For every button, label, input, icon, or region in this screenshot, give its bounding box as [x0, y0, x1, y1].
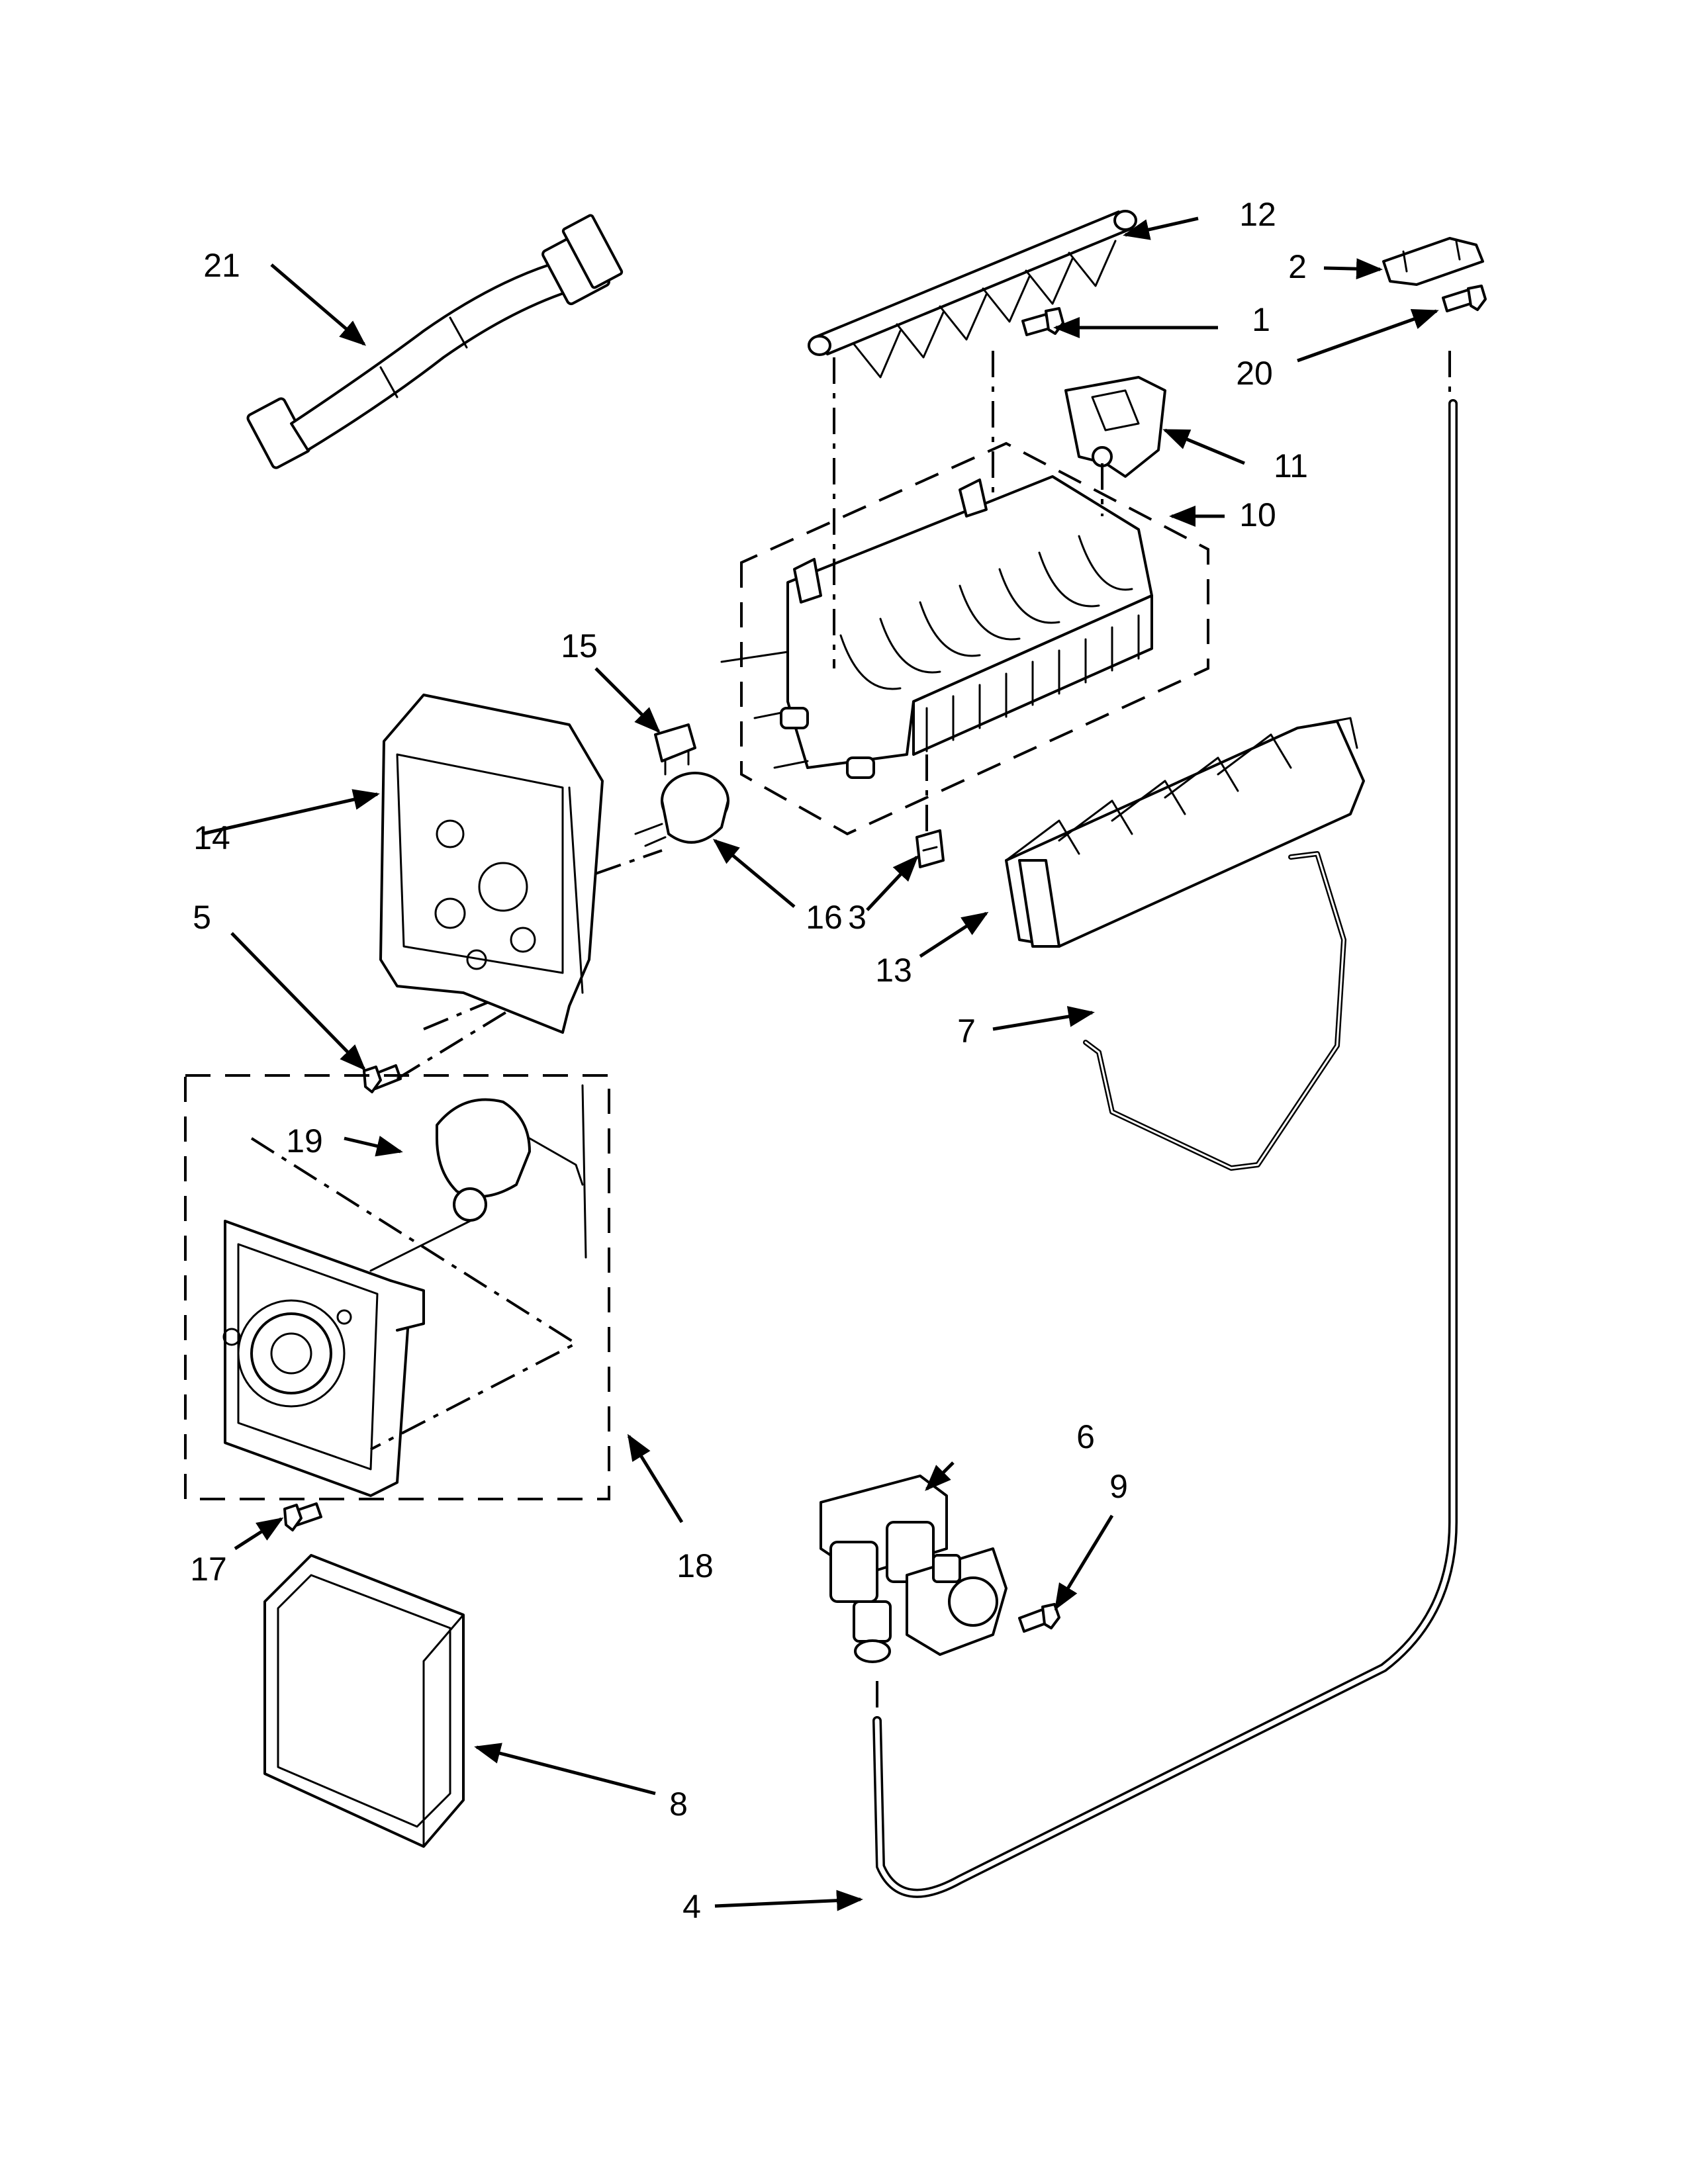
callout-10: 10	[1239, 496, 1276, 533]
part-4-water-tube	[872, 399, 1458, 1898]
part-13-cover	[1005, 717, 1365, 948]
screws	[283, 285, 1487, 1633]
part-12-ejector	[808, 210, 1137, 379]
callout-7: 7	[957, 1013, 976, 1050]
callout-4: 4	[682, 1888, 701, 1925]
callout-labels: 12 2 1 20 11 10 21 15 14 16 3 13 7 5 19 …	[190, 196, 1308, 1925]
callout-2: 2	[1288, 248, 1307, 285]
callout-5: 5	[193, 899, 211, 936]
callout-16: 16	[806, 899, 843, 936]
part-15-clip	[654, 723, 696, 776]
callout-6: 6	[1076, 1418, 1095, 1455]
callout-20: 20	[1236, 355, 1273, 392]
callout-18: 18	[677, 1547, 714, 1584]
callout-1: 1	[1252, 301, 1270, 338]
part-10-ice-mold	[720, 441, 1209, 836]
part-16-thermostat	[634, 772, 729, 847]
callout-11: 11	[1274, 447, 1308, 484]
part-11-bracket	[1064, 376, 1166, 478]
part-9-screw	[1018, 1603, 1060, 1633]
part-7-shut-off-arm	[1083, 851, 1346, 1171]
callout-8: 8	[669, 1786, 688, 1823]
callout-3: 3	[848, 899, 867, 936]
part-6-water-valve	[820, 1475, 1008, 1663]
part-18-motor-assembly	[184, 1074, 610, 1500]
callout-14: 14	[193, 819, 230, 856]
part-8-front-cover	[263, 1554, 465, 1848]
part-3-clip	[915, 829, 945, 868]
callout-15: 15	[561, 627, 598, 664]
part-14-housing	[379, 694, 604, 1034]
callout-17: 17	[190, 1551, 227, 1588]
callout-12: 12	[1239, 196, 1276, 233]
part-20-screw	[1442, 285, 1487, 312]
part-2-bracket	[1382, 237, 1484, 286]
part-1-screw	[1021, 307, 1064, 336]
part-21-wire-harness	[246, 214, 624, 469]
callout-13: 13	[875, 952, 912, 989]
callout-19: 19	[286, 1122, 323, 1160]
callout-9: 9	[1109, 1468, 1128, 1505]
part-17-screw	[283, 1502, 322, 1531]
callout-21: 21	[203, 247, 240, 284]
leader-lines	[201, 216, 1439, 1911]
module-plate	[222, 1220, 425, 1497]
part-5-screw	[363, 1064, 402, 1093]
part-19-motor	[369, 1084, 587, 1272]
